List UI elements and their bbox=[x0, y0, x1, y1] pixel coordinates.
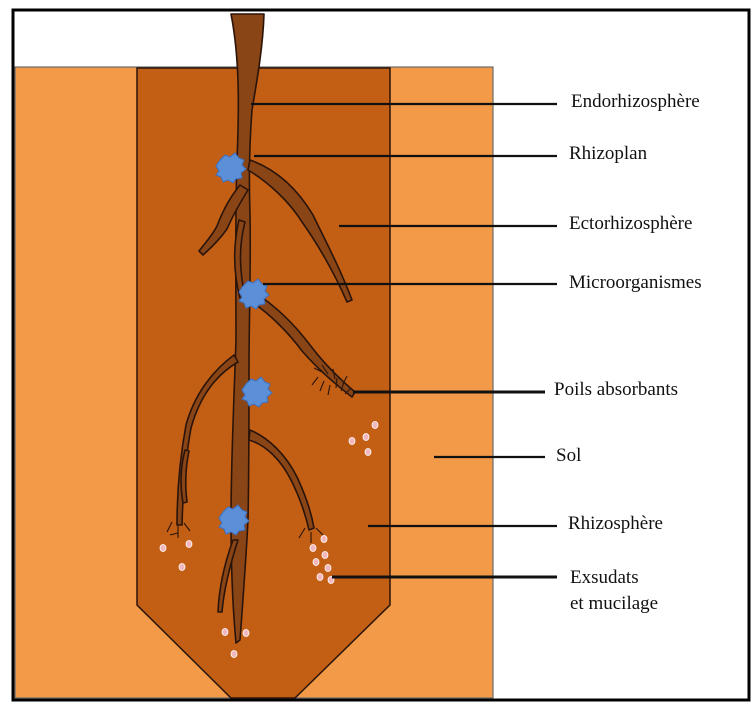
exudate-droplet-icon bbox=[365, 449, 371, 456]
exudate-droplet-icon bbox=[325, 565, 331, 572]
label-ectorhizosphere: Ectorhizosphère bbox=[569, 214, 692, 233]
exudate-droplet-icon bbox=[160, 545, 166, 552]
exudate-droplet-icon bbox=[243, 630, 249, 637]
label-exsudats-line2: et mucilage bbox=[570, 591, 658, 617]
label-rhizoplan: Rhizoplan bbox=[569, 144, 647, 163]
label-exsudats-mucilage: Exsudats et mucilage bbox=[570, 565, 658, 616]
label-endorhizosphere: Endorhizosphère bbox=[571, 92, 700, 111]
label-exsudats-line1: Exsudats bbox=[570, 565, 658, 591]
exudate-droplet-icon bbox=[222, 629, 228, 636]
exudate-droplet-icon bbox=[179, 564, 185, 571]
exudate-droplet-icon bbox=[372, 422, 378, 429]
exudate-droplet-icon bbox=[363, 434, 369, 441]
exudate-droplet-icon bbox=[317, 574, 323, 581]
exudate-droplet-icon bbox=[322, 552, 328, 559]
label-microorganismes: Microorganismes bbox=[569, 273, 702, 292]
exudate-droplet-icon bbox=[349, 438, 355, 445]
exudate-droplet-icon bbox=[321, 536, 327, 543]
exudate-droplet-icon bbox=[313, 559, 319, 566]
exudate-droplet-icon bbox=[231, 651, 237, 658]
exudate-droplet-icon bbox=[310, 545, 316, 552]
label-rhizosphere: Rhizosphère bbox=[568, 514, 663, 533]
label-sol: Sol bbox=[556, 446, 581, 465]
label-poils-absorbants: Poils absorbants bbox=[554, 380, 678, 399]
exudate-droplet-icon bbox=[186, 541, 192, 548]
